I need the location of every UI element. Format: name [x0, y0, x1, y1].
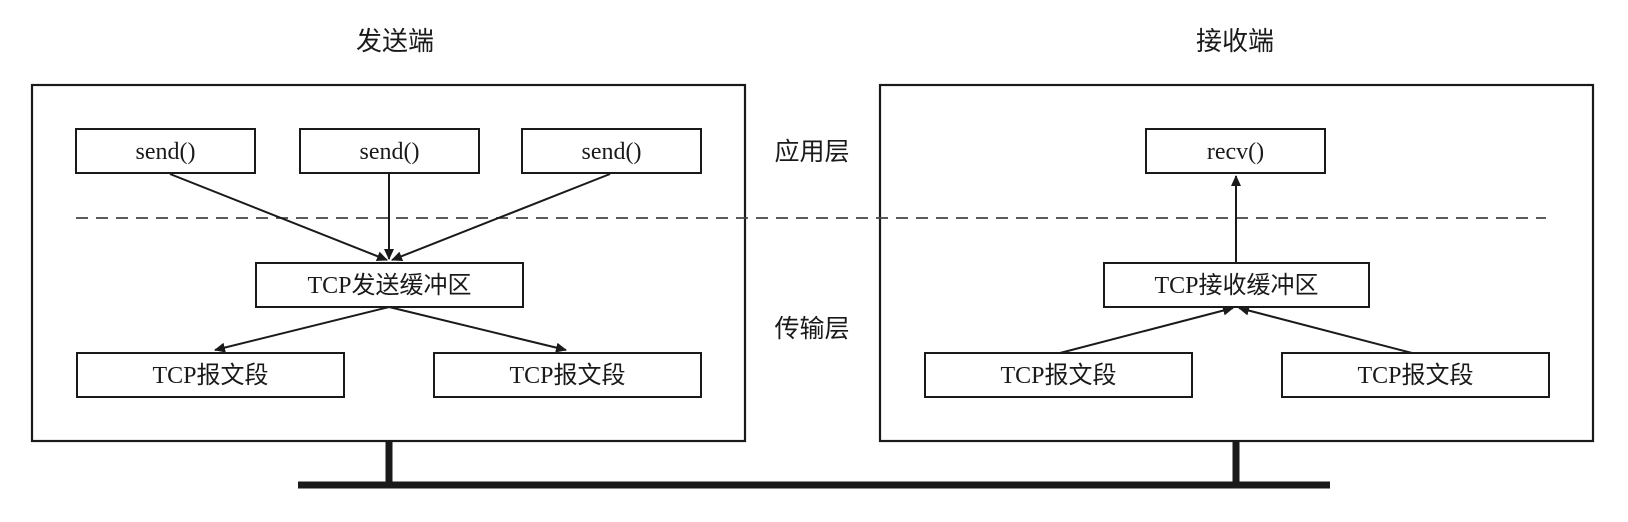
sender-title: 发送端 — [356, 27, 434, 57]
receiver-segment-label-1: TCP报文段 — [1000, 362, 1116, 389]
receiver-segment-box-1 — [924, 352, 1193, 398]
segment-arrow-1 — [214, 306, 390, 353]
receiver-title: 接收端 — [1196, 27, 1274, 57]
send-arrow-1 — [169, 173, 388, 261]
recv-segment-arrow-1 — [1059, 305, 1234, 354]
segment-arrow-2 — [388, 306, 567, 353]
sender-segment-box-2 — [433, 352, 702, 398]
send-call-box-1 — [75, 128, 256, 174]
send-call-box-2 — [299, 128, 480, 174]
send-buffer-box — [255, 262, 524, 308]
receiver-segment-label-2: TCP报文段 — [1357, 362, 1473, 389]
send-call-label-3: send() — [582, 139, 642, 165]
recv-call-label: recv() — [1207, 139, 1264, 165]
recv-segment-arrow-2 — [1238, 305, 1413, 354]
recv-buffer-label: TCP接收缓冲区 — [1154, 272, 1318, 299]
send-call-label-2: send() — [360, 139, 420, 165]
recv-buffer-box — [1103, 262, 1370, 308]
receiver-segment-box-2 — [1281, 352, 1550, 398]
transport-layer-label: 传输层 — [774, 314, 849, 343]
application-layer-label: 应用层 — [774, 137, 849, 166]
sender-segment-label-1: TCP报文段 — [152, 362, 268, 389]
send-call-box-3 — [521, 128, 702, 174]
send-arrow-3 — [391, 173, 611, 261]
send-buffer-label: TCP发送缓冲区 — [307, 272, 471, 299]
recv-call-box — [1145, 128, 1326, 174]
sender-segment-label-2: TCP报文段 — [509, 362, 625, 389]
send-call-label-1: send() — [136, 139, 196, 165]
sender-segment-box-1 — [76, 352, 345, 398]
